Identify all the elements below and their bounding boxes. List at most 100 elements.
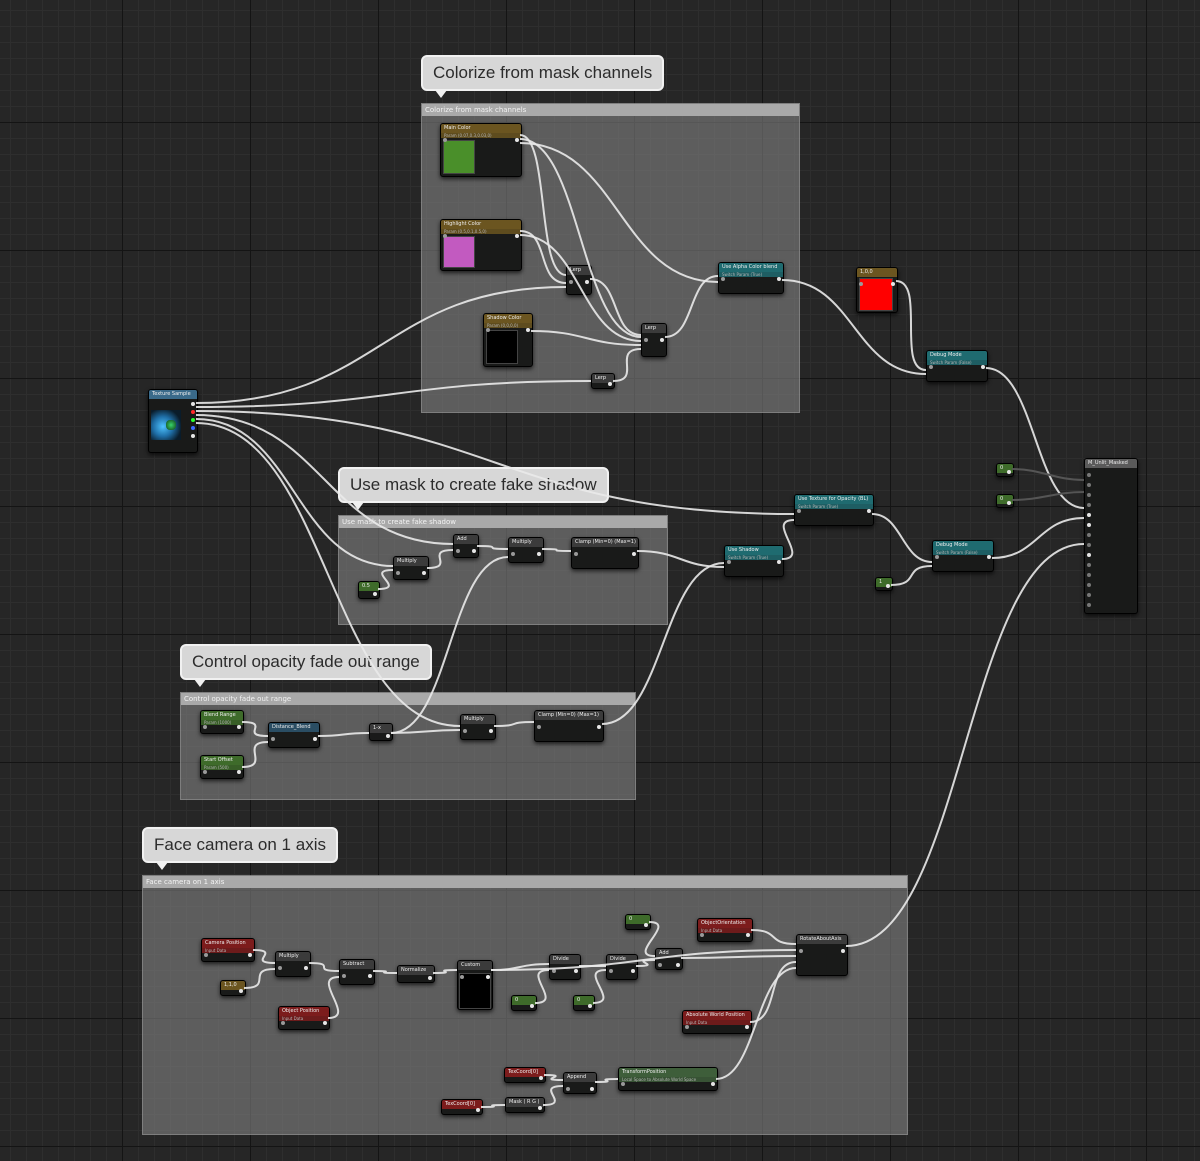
output-pin[interactable] bbox=[237, 770, 241, 774]
material-input-pin[interactable] bbox=[1087, 503, 1091, 507]
material-input-pin[interactable] bbox=[1087, 513, 1091, 517]
node-opacity-multiply[interactable]: Multiply bbox=[460, 714, 496, 740]
node-face-const-3[interactable]: 0 bbox=[573, 995, 595, 1011]
wire-debug-mode-2-to-material-output[interactable] bbox=[991, 517, 1085, 559]
output-pin[interactable] bbox=[368, 974, 372, 978]
output-pin[interactable] bbox=[590, 1087, 594, 1091]
node-const-a[interactable]: 0 bbox=[996, 463, 1014, 477]
output-pin[interactable] bbox=[191, 410, 195, 414]
material-input-pin[interactable] bbox=[1087, 473, 1091, 477]
output-pin[interactable] bbox=[191, 426, 195, 430]
material-input-pin[interactable] bbox=[1087, 533, 1091, 537]
node-texture-sample[interactable]: Texture Sample bbox=[148, 389, 198, 453]
input-pin[interactable] bbox=[644, 338, 648, 342]
output-pin[interactable] bbox=[489, 729, 493, 733]
node-face-const-2[interactable]: 0 bbox=[511, 995, 537, 1011]
input-pin[interactable] bbox=[463, 729, 467, 733]
node-shadow-multiply-2[interactable]: Multiply bbox=[508, 537, 544, 563]
node-face-append[interactable]: Append bbox=[563, 1072, 597, 1094]
node-shadow-const[interactable]: 0.5 bbox=[358, 581, 380, 599]
node-lerp-1[interactable]: Lerp bbox=[566, 265, 592, 295]
output-pin[interactable] bbox=[539, 1076, 543, 1080]
material-input-pin[interactable] bbox=[1087, 593, 1091, 597]
wire-debug-mode-1-to-material-output[interactable] bbox=[985, 367, 1085, 509]
comment-bubble-shadow[interactable]: Use mask to create fake shadow bbox=[338, 467, 609, 510]
output-pin[interactable] bbox=[588, 1004, 592, 1008]
output-pin[interactable] bbox=[660, 338, 664, 342]
node-face-custom[interactable]: Custom bbox=[457, 960, 493, 1010]
node-face-const[interactable]: 1,1,0 bbox=[220, 980, 246, 996]
wire-red-const-to-debug-mode-1[interactable] bbox=[895, 280, 927, 371]
material-input-pin[interactable] bbox=[1087, 563, 1091, 567]
input-pin[interactable] bbox=[203, 725, 207, 729]
input-pin[interactable] bbox=[396, 571, 400, 575]
input-pin[interactable] bbox=[569, 280, 573, 284]
output-pin[interactable] bbox=[538, 1106, 542, 1110]
output-pin[interactable] bbox=[867, 509, 871, 513]
node-lerp-3[interactable]: Lerp bbox=[591, 373, 615, 389]
input-pin[interactable] bbox=[566, 1087, 570, 1091]
output-pin[interactable] bbox=[891, 282, 895, 286]
node-const-b[interactable]: 0 bbox=[996, 494, 1014, 508]
output-pin[interactable] bbox=[472, 549, 476, 553]
node-red-const[interactable]: 1,0,0 bbox=[856, 267, 898, 313]
node-tex-coord-2[interactable]: TexCoord[0] bbox=[441, 1099, 483, 1115]
node-opacity-oneminus[interactable]: 1-x bbox=[369, 723, 393, 741]
output-pin[interactable] bbox=[422, 571, 426, 575]
node-face-divide-1[interactable]: Divide bbox=[549, 954, 581, 980]
node-face-normalize[interactable]: Normalize bbox=[397, 965, 435, 983]
node-face-divide-2[interactable]: Divide bbox=[606, 954, 638, 980]
node-tex-coord-1[interactable]: TexCoord[0] bbox=[504, 1067, 546, 1083]
output-pin[interactable] bbox=[191, 402, 195, 406]
output-pin[interactable] bbox=[632, 552, 636, 556]
output-pin[interactable] bbox=[237, 725, 241, 729]
node-face-const-4[interactable]: 0 bbox=[625, 914, 651, 930]
input-pin[interactable] bbox=[552, 969, 556, 973]
input-pin[interactable] bbox=[609, 969, 613, 973]
output-pin[interactable] bbox=[585, 280, 589, 284]
output-pin[interactable] bbox=[886, 584, 890, 588]
output-pin[interactable] bbox=[746, 933, 750, 937]
output-pin[interactable] bbox=[191, 418, 195, 422]
material-input-pin[interactable] bbox=[1087, 603, 1091, 607]
input-pin[interactable] bbox=[929, 365, 933, 369]
output-pin[interactable] bbox=[1007, 501, 1011, 505]
output-pin[interactable] bbox=[486, 975, 490, 979]
node-face-add[interactable]: Add bbox=[655, 948, 683, 970]
node-shadow-multiply-1[interactable]: Multiply bbox=[393, 556, 429, 580]
node-rotate-about-axis[interactable]: RotateAboutAxis bbox=[796, 934, 848, 976]
node-mask-rg[interactable]: Mask ( R G ) bbox=[505, 1097, 545, 1113]
comment-bubble-opacity[interactable]: Control opacity fade out range bbox=[180, 644, 432, 687]
material-input-pin[interactable] bbox=[1087, 493, 1091, 497]
output-pin[interactable] bbox=[608, 382, 612, 386]
node-distance-blend[interactable]: Distance_Blend bbox=[268, 722, 320, 748]
wire-const-c-to-debug-mode-2[interactable] bbox=[890, 565, 933, 586]
output-pin[interactable] bbox=[777, 277, 781, 281]
wire-use-alpha-color-blend-to-debug-mode-1[interactable] bbox=[781, 279, 927, 375]
input-pin[interactable] bbox=[797, 509, 801, 513]
input-pin[interactable] bbox=[456, 549, 460, 553]
input-pin[interactable] bbox=[511, 552, 515, 556]
output-pin[interactable] bbox=[248, 953, 252, 957]
wire-use-texture-opacity-to-debug-mode-2[interactable] bbox=[871, 513, 933, 563]
input-pin[interactable] bbox=[935, 555, 939, 559]
input-pin[interactable] bbox=[658, 963, 662, 967]
output-pin[interactable] bbox=[676, 963, 680, 967]
material-input-pin[interactable] bbox=[1087, 583, 1091, 587]
comment-box-opacity[interactable]: Control opacity fade out range bbox=[180, 692, 636, 800]
input-pin[interactable] bbox=[443, 234, 447, 238]
output-pin[interactable] bbox=[373, 592, 377, 596]
comment-bubble-colorize[interactable]: Colorize from mask channels bbox=[421, 55, 665, 98]
output-pin[interactable] bbox=[537, 552, 541, 556]
output-pin[interactable] bbox=[631, 969, 635, 973]
comment-box-shadow[interactable]: Use mask to create fake shadow bbox=[338, 515, 668, 625]
material-input-pin[interactable] bbox=[1087, 543, 1091, 547]
